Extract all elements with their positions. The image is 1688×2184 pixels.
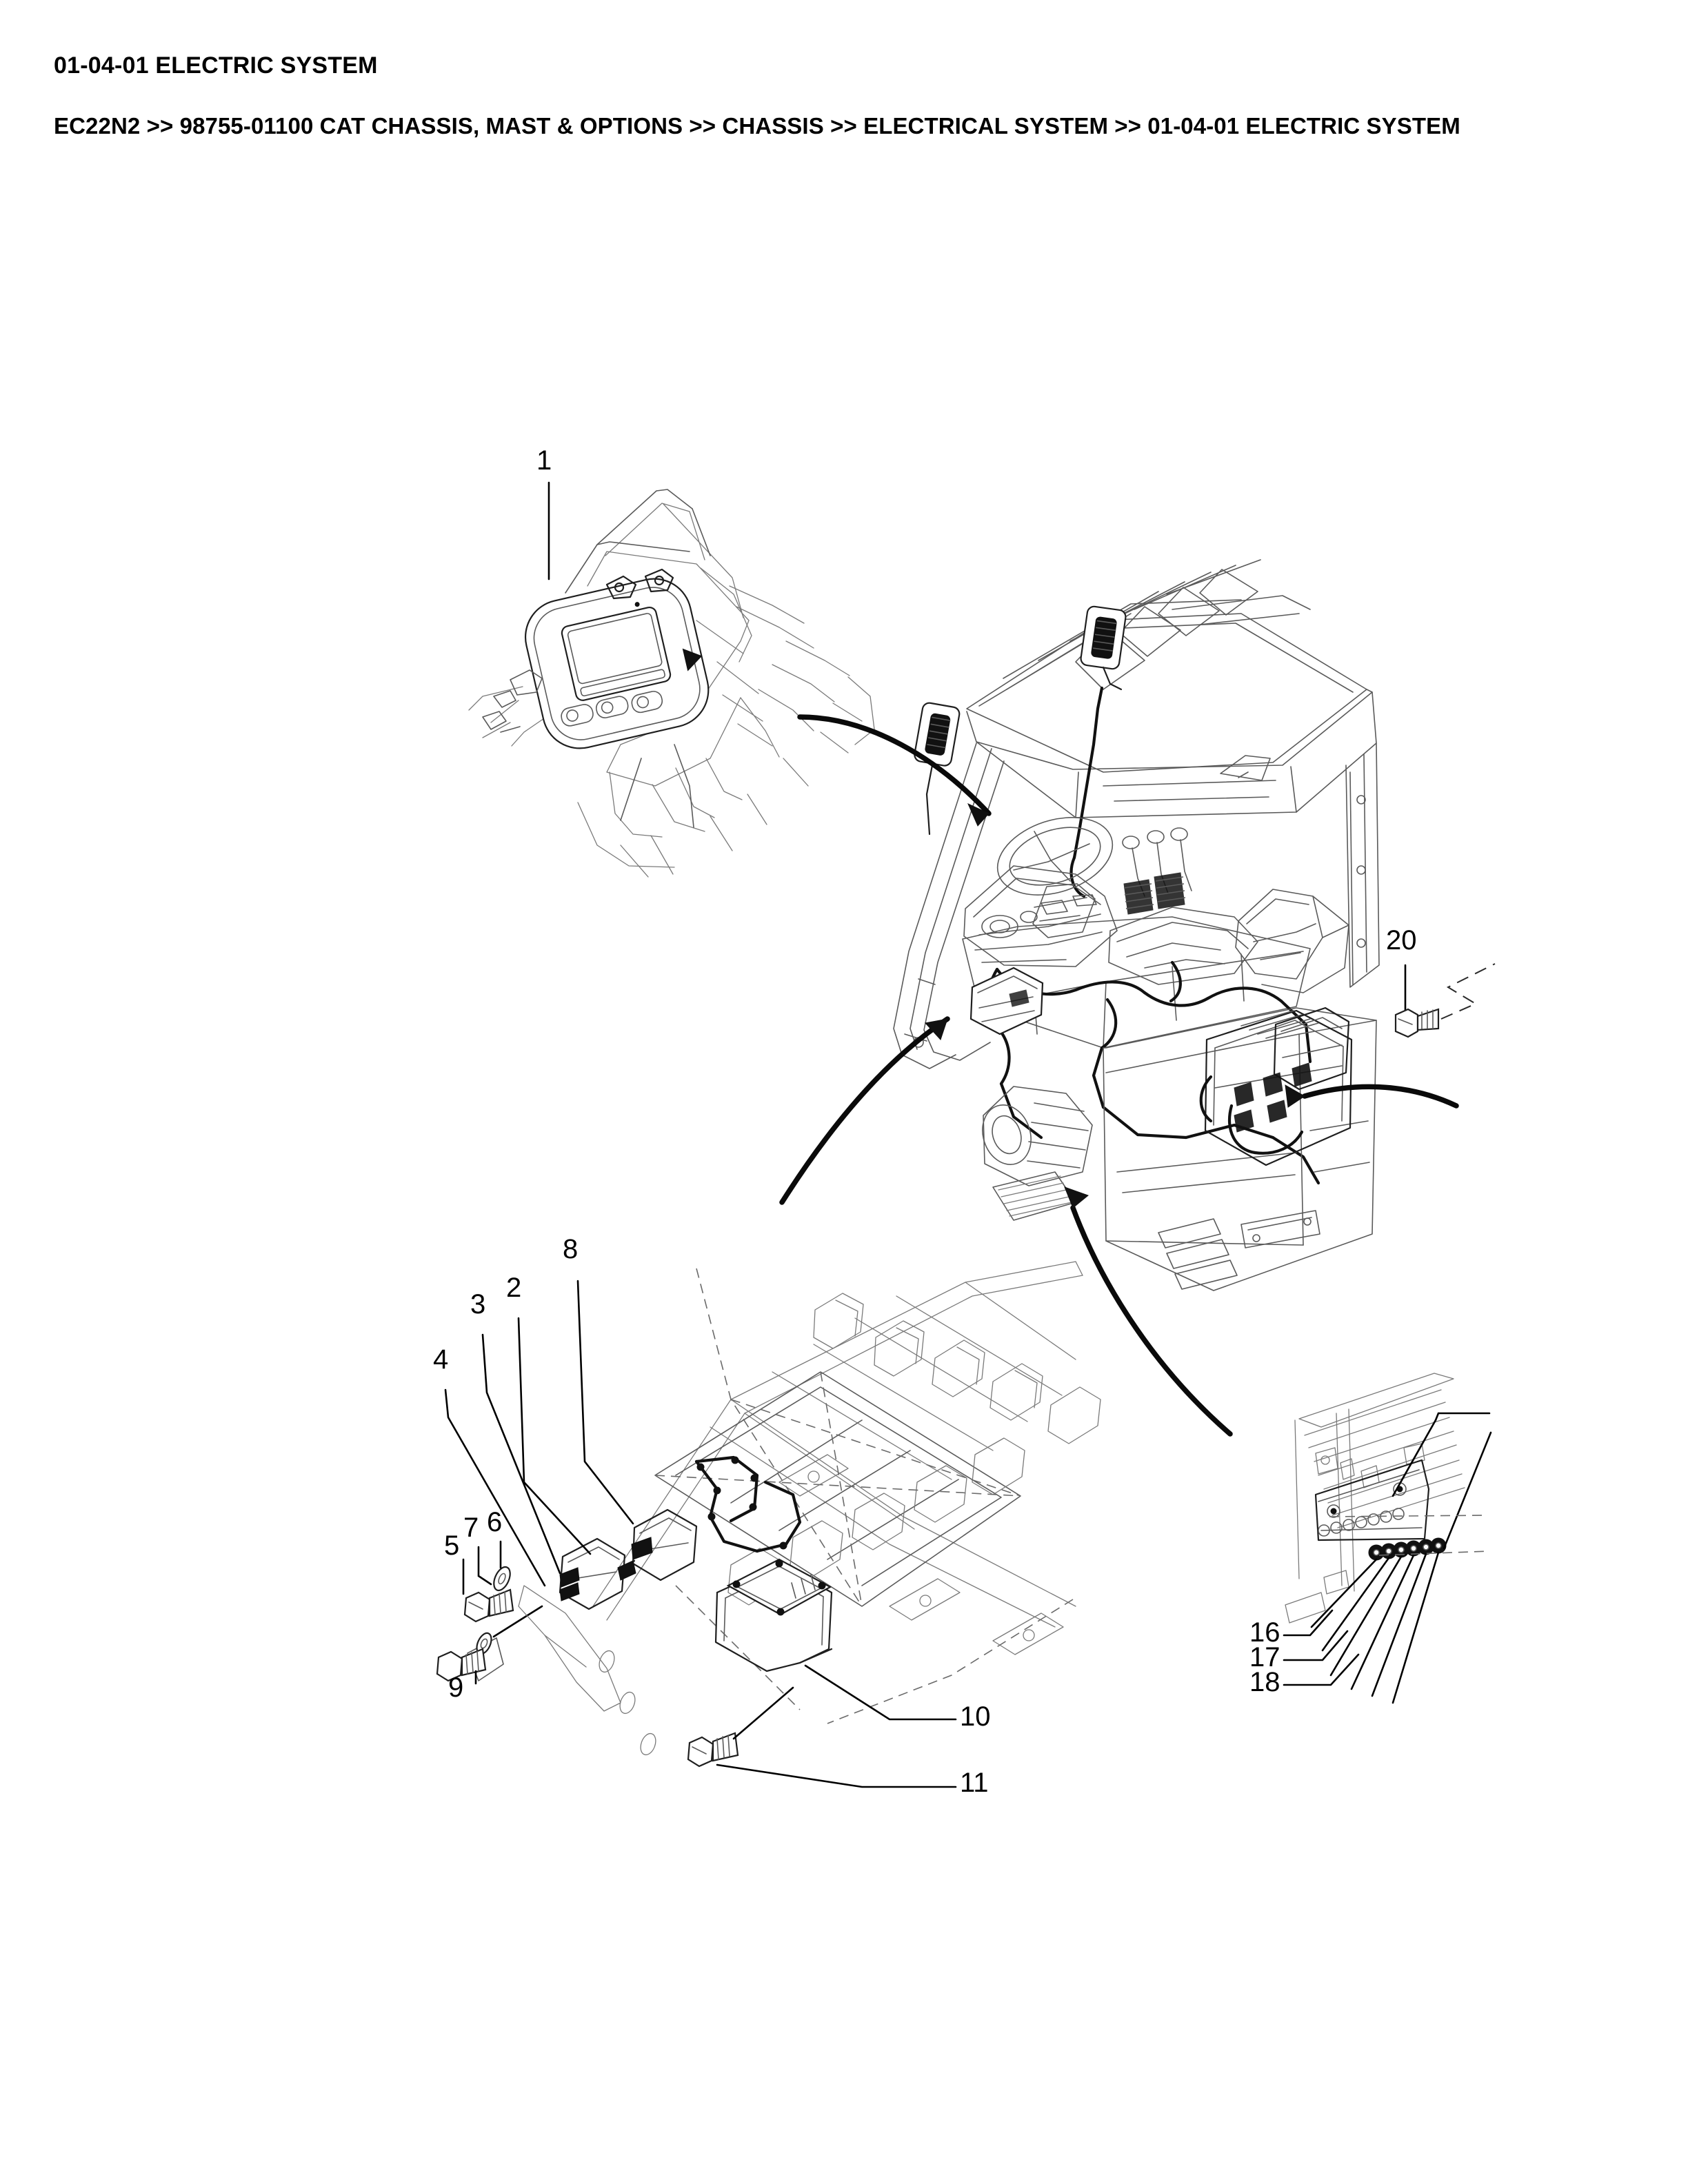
leader-16 xyxy=(1283,1609,1334,1637)
arrowhead-controller xyxy=(1285,1084,1305,1108)
install-path-20 xyxy=(1440,963,1496,1020)
callout-2[interactable]: 2 xyxy=(506,1273,522,1303)
view-terminal-block xyxy=(1283,1373,1492,1704)
leader-2 xyxy=(517,1317,592,1555)
connector-pins-left xyxy=(559,1567,580,1601)
terminal-background-panel xyxy=(1285,1373,1465,1624)
chassis-brackets-right xyxy=(727,1293,1101,1606)
bolt-9-icon xyxy=(436,1648,487,1682)
cluster-indicator-pods xyxy=(561,691,663,727)
arrowhead-cluster xyxy=(967,802,989,827)
terminal-holes xyxy=(1318,1508,1405,1537)
callout-20[interactable]: 20 xyxy=(1386,925,1417,956)
leader-arrow-cluster xyxy=(797,714,992,816)
chassis-assembly-dashes xyxy=(654,1268,1074,1724)
controller-module xyxy=(1199,1007,1353,1166)
leader-17 xyxy=(1283,1630,1349,1661)
leader-11 xyxy=(716,1763,957,1788)
callout-8[interactable]: 8 xyxy=(563,1234,579,1264)
cluster-top-switches xyxy=(605,568,674,600)
lamp-harness-wire xyxy=(1072,686,1104,860)
bolt-20-icon xyxy=(1394,1008,1440,1038)
arrowhead-chassis xyxy=(925,1018,948,1040)
leader-terminal-up-b xyxy=(1443,1431,1492,1550)
callout-7[interactable]: 7 xyxy=(463,1513,479,1543)
callout-1[interactable]: 1 xyxy=(536,445,552,476)
terminal-studs xyxy=(1368,1537,1447,1561)
overhead-guard-roof xyxy=(966,559,1367,773)
instrument-cluster-bezel xyxy=(524,578,710,749)
callout-5[interactable]: 5 xyxy=(444,1530,460,1561)
hardware-567 xyxy=(462,1540,514,1623)
bolt-5-icon xyxy=(463,1588,514,1623)
callout-4[interactable]: 4 xyxy=(433,1344,449,1375)
leader-10 xyxy=(804,1664,957,1721)
leader-terminal-up-a xyxy=(1434,1412,1491,1422)
operator-seat xyxy=(1108,889,1349,993)
arrowhead-terminal xyxy=(1064,1186,1089,1209)
leader-arrow-chassis xyxy=(779,1016,950,1205)
callout-17[interactable]: 17 xyxy=(1249,1642,1280,1672)
cab-roof-panel xyxy=(966,689,1377,818)
work-lamp-rear xyxy=(1080,605,1127,691)
view-cab-overview xyxy=(779,559,1496,1437)
drive-motor xyxy=(982,1086,1093,1186)
cab-right-pillar xyxy=(1345,742,1380,988)
harness-bracket-nodes xyxy=(696,1456,787,1550)
terminal-leader-fan xyxy=(1310,1551,1440,1704)
callout-3[interactable]: 3 xyxy=(470,1289,486,1320)
bolt-11-icon xyxy=(687,1732,739,1768)
terminal-block-plate xyxy=(1310,1412,1492,1704)
page-title: 01-04-01 ELECTRIC SYSTEM xyxy=(54,52,378,79)
leader-8 xyxy=(576,1280,634,1525)
cluster-mid-structure xyxy=(565,489,711,828)
leader-4 xyxy=(444,1388,546,1587)
harness-bracket-8 xyxy=(694,1455,802,1553)
callout-11[interactable]: 11 xyxy=(960,1768,989,1798)
connector-assembly-group xyxy=(559,1508,698,1610)
steering-wheel xyxy=(996,817,1114,896)
callout-10[interactable]: 10 xyxy=(960,1701,991,1732)
lamp-harness-wire-loop xyxy=(1069,856,1086,898)
work-lamp-front xyxy=(914,702,961,836)
cluster-arrow-icon xyxy=(682,648,703,671)
leader-18 xyxy=(1283,1653,1360,1686)
callout-20-hardware xyxy=(1394,963,1496,1038)
leader-11-to-bracket xyxy=(732,1686,794,1740)
mounting-bracket-4 xyxy=(518,1585,621,1712)
chassis-mount-tabs xyxy=(599,1454,1064,1756)
cluster-lcd-screen xyxy=(561,606,672,701)
callout-9[interactable]: 9 xyxy=(448,1672,464,1703)
bolt-11 xyxy=(687,1686,957,1788)
leader-9b xyxy=(492,1605,543,1638)
cluster-left-hardware xyxy=(482,669,543,733)
steering-column xyxy=(1032,883,1096,938)
cab-left-pillar xyxy=(893,742,1005,1069)
leader-arrow-terminal xyxy=(1070,1205,1233,1437)
view-chassis-frame xyxy=(436,1261,1101,1788)
dash-relay-module xyxy=(969,967,1044,1035)
counterweight-body xyxy=(1103,1007,1377,1291)
callout-18[interactable]: 18 xyxy=(1249,1667,1280,1697)
leader-arrow-controller xyxy=(1302,1084,1459,1109)
callout-6[interactable]: 6 xyxy=(487,1507,503,1537)
control-levers xyxy=(1122,827,1192,915)
hardware-9 xyxy=(436,1605,543,1685)
radiator-grille xyxy=(992,1171,1076,1221)
leader-3 xyxy=(481,1333,561,1575)
view-instrument-cluster xyxy=(468,481,875,878)
cover-bracket-10 xyxy=(714,1558,957,1721)
breadcrumb: EC22N2 >> 98755-01100 CAT CHASSIS, MAST … xyxy=(54,113,1460,139)
callout-16[interactable]: 16 xyxy=(1249,1617,1280,1648)
leader-7 xyxy=(477,1546,492,1586)
cluster-background-structure xyxy=(468,503,875,878)
washer-9-icon xyxy=(476,1632,492,1655)
dash-cowl xyxy=(963,865,1118,967)
chassis-frame-rails xyxy=(592,1261,1083,1628)
washer-6-icon xyxy=(493,1566,511,1592)
